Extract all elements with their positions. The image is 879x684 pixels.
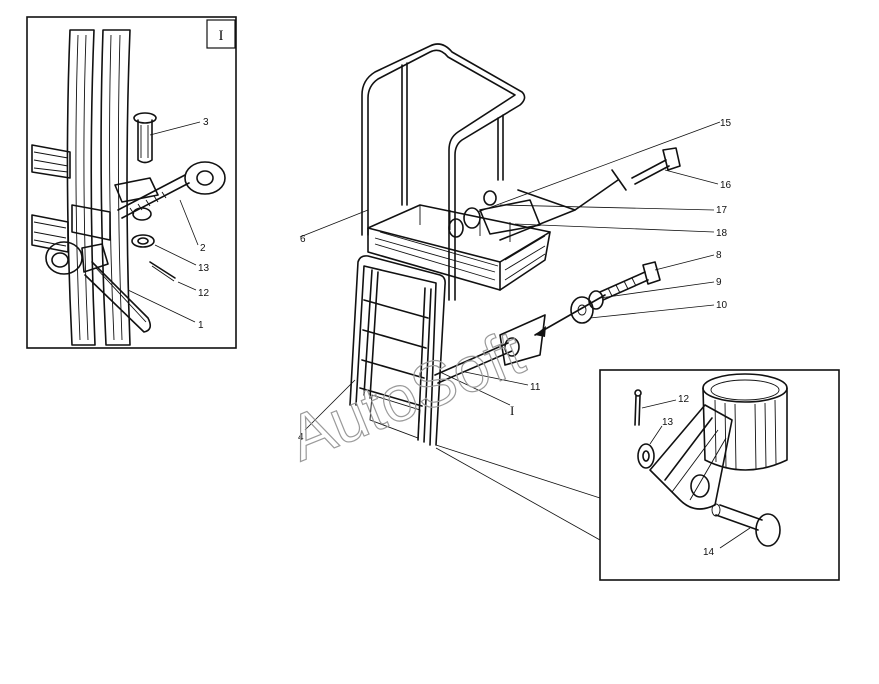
leader-12b: [641, 399, 677, 409]
assembly-bracket-upper: [499, 189, 576, 241]
leader-9: [599, 281, 715, 299]
handle-lever: [45, 241, 152, 333]
inset-detail-view-i: I: [26, 16, 237, 349]
canopy-frame: [361, 43, 526, 301]
label-part-6: 6: [300, 234, 306, 245]
axle-rod: [434, 337, 520, 384]
label-part-12b: 12: [678, 394, 690, 405]
leader-10: [589, 304, 715, 319]
label-part-16: 16: [720, 180, 732, 191]
label-part-18: 18: [716, 228, 728, 239]
label-part-8: 8: [716, 250, 722, 261]
leader-8: [654, 254, 715, 271]
leader-17: [499, 204, 715, 211]
watermark-text: AutoSoft: [279, 316, 534, 475]
leader-1: [127, 289, 196, 323]
label-part-13: 13: [198, 263, 210, 274]
assembly-arrow-lower: [534, 294, 606, 336]
hinge-plates: [649, 404, 733, 510]
cotter-pin-part-12: [149, 261, 176, 279]
platform-basket: [367, 204, 551, 291]
clamp-plate: [71, 204, 111, 241]
inset-tag-label: I: [219, 28, 224, 44]
bolt-nut: [132, 207, 152, 221]
eye-bolt: [117, 161, 226, 219]
label-part-2: 2: [200, 243, 206, 254]
detail-link-lower: [435, 447, 601, 541]
leader-13b: [649, 425, 663, 445]
vertical-pole-left: [66, 29, 96, 346]
detail-link-upper: [435, 444, 601, 499]
upper-bracket: [114, 177, 159, 203]
leader-13a: [154, 244, 197, 266]
cotter-pin-part-12b: [634, 389, 642, 426]
strap-lower: [31, 214, 69, 253]
leader-2: [179, 199, 199, 246]
inset-detail-hinge: 12 13 14: [599, 369, 840, 581]
label-part-4: 4: [298, 432, 304, 443]
label-part-17: 17: [716, 205, 728, 216]
hinge-sleeve: [702, 373, 788, 471]
assembly-arrow-upper: [574, 169, 627, 211]
label-part-9: 9: [716, 277, 722, 288]
leader-4: [304, 379, 356, 431]
washer-part-13: [131, 234, 155, 248]
hub-bracket: [499, 314, 546, 366]
washer-part-10: [570, 296, 594, 324]
label-part-10: 10: [716, 300, 728, 311]
bolt-part-8: [599, 261, 661, 301]
ladder: [349, 255, 446, 446]
label-part-1: 1: [198, 320, 204, 331]
pin-part-3: [133, 112, 157, 164]
leader-14: [719, 527, 751, 549]
leader-18: [514, 223, 715, 233]
leader-view-i: [439, 371, 511, 406]
leader-11: [464, 371, 529, 386]
label-part-14: 14: [703, 547, 715, 558]
view-marker-i: I: [510, 403, 514, 418]
leader-15: [477, 121, 721, 213]
leader-6: [299, 209, 369, 238]
label-part-3: 3: [203, 117, 209, 128]
bolt-part-16: [631, 147, 681, 185]
main-ladder-assembly: 6 4 11 I 15 16 17 18 8 9 10: [298, 43, 732, 541]
washer-part-13b: [637, 443, 655, 469]
label-part-11: 11: [530, 382, 541, 393]
hinge-pin-part-14: [711, 503, 781, 547]
leader-12a: [177, 281, 197, 291]
leader-16: [664, 169, 719, 185]
label-part-13b: 13: [662, 417, 674, 428]
leader-3: [149, 121, 201, 136]
label-part-15: 15: [720, 118, 732, 129]
strap-upper: [31, 144, 71, 179]
label-part-12: 12: [198, 288, 210, 299]
